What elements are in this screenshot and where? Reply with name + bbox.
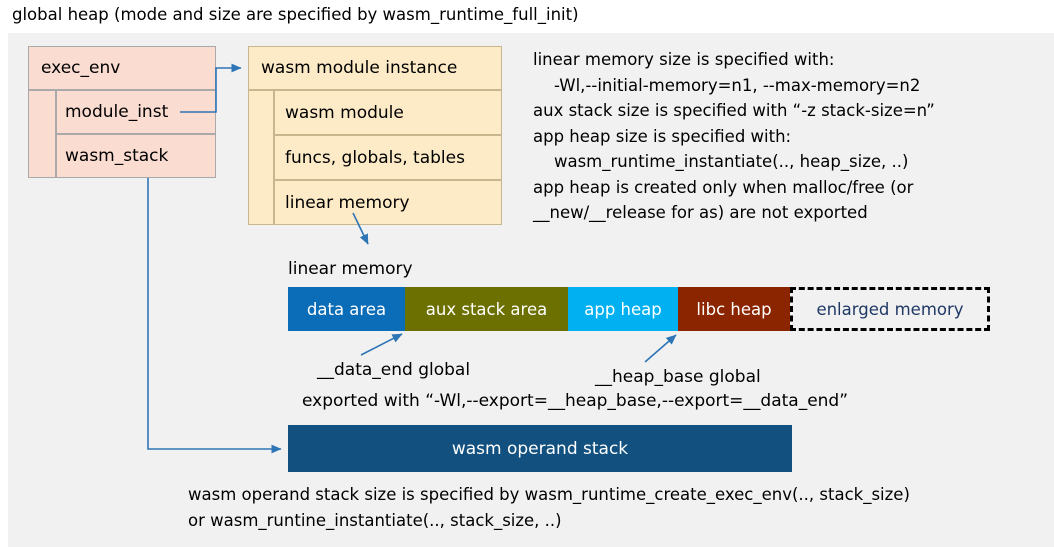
exec-env-indent-column bbox=[28, 90, 56, 178]
memory-config-notes: linear memory size is specified with: -W… bbox=[533, 50, 935, 222]
memory-segment-libc-heap: libc heap bbox=[678, 287, 790, 331]
memory-segment-data-area: data area bbox=[288, 287, 405, 331]
linear-memory-bar: data area aux stack area app heap libc h… bbox=[288, 287, 990, 331]
memory-segment-aux-stack-area: aux stack area bbox=[405, 287, 568, 331]
page-title: global heap (mode and size are specified… bbox=[12, 5, 579, 24]
wasm-operand-stack-label: wasm operand stack bbox=[451, 438, 629, 459]
exec-env-header: exec_env bbox=[28, 46, 216, 90]
annotation-data-end: __data_end global bbox=[317, 360, 471, 380]
module-instance-row-label: funcs, globals, tables bbox=[285, 147, 465, 168]
module-instance-row-label: linear memory bbox=[285, 192, 410, 213]
memory-segment-label: enlarged memory bbox=[816, 299, 964, 319]
exec-env-row-module-inst: module_inst bbox=[56, 90, 216, 134]
operand-stack-note: wasm operand stack size is specified by … bbox=[188, 485, 910, 530]
exec-env-row-label: wasm_stack bbox=[65, 146, 169, 166]
memory-segment-enlarged-memory: enlarged memory bbox=[790, 287, 990, 331]
memory-segment-label: aux stack area bbox=[425, 299, 548, 319]
module-instance-header: wasm module instance bbox=[248, 46, 502, 90]
annotation-exported-with: exported with “-Wl,--export=__heap_base,… bbox=[302, 391, 849, 411]
exec-env-row-wasm-stack: wasm_stack bbox=[56, 134, 216, 178]
module-instance-row-funcs-globals-tables: funcs, globals, tables bbox=[274, 135, 502, 180]
memory-segment-label: libc heap bbox=[696, 299, 772, 319]
memory-segment-app-heap: app heap bbox=[568, 287, 678, 331]
module-instance-row-label: wasm module bbox=[285, 102, 404, 123]
linear-memory-caption: linear memory bbox=[288, 259, 413, 279]
module-instance-indent-column bbox=[248, 90, 274, 225]
module-instance-row-linear-memory: linear memory bbox=[274, 180, 502, 225]
annotation-heap-base: __heap_base global bbox=[595, 367, 761, 387]
exec-env-row-label: module_inst bbox=[65, 102, 169, 122]
module-instance-label: wasm module instance bbox=[261, 58, 458, 78]
exec-env-label: exec_env bbox=[41, 58, 121, 78]
module-instance-row-wasm-module: wasm module bbox=[274, 90, 502, 135]
memory-segment-label: app heap bbox=[584, 299, 662, 319]
wasm-operand-stack-bar: wasm operand stack bbox=[288, 425, 792, 472]
memory-segment-label: data area bbox=[306, 299, 387, 319]
